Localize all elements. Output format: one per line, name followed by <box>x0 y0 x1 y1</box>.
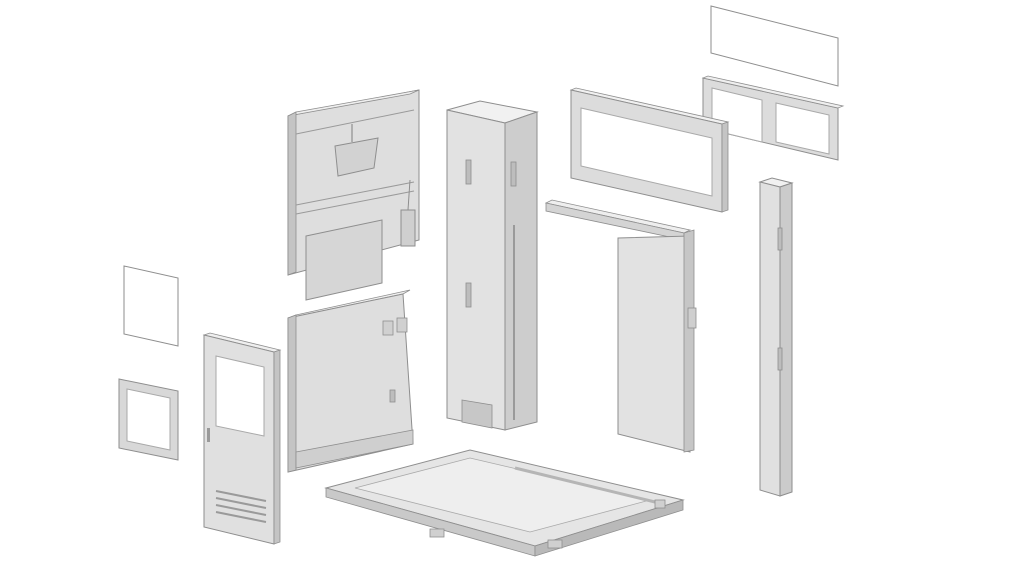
entry-door-with-vent <box>202 332 282 545</box>
floor-base-plate <box>324 449 685 557</box>
glass-pane-top-right <box>710 5 839 87</box>
small-window-frame <box>118 378 179 461</box>
switch-icon <box>389 389 396 403</box>
outlet-icon <box>396 317 408 333</box>
fixture-box-icon <box>334 137 379 177</box>
sliding-door-panel <box>544 199 697 453</box>
glass-pane-small-left <box>123 265 179 347</box>
wall-panel-upper-with-fixtures <box>287 89 420 301</box>
thin-pillar <box>758 177 794 497</box>
vent-grille-icon <box>215 490 267 523</box>
wall-panel-lower-with-outlets <box>287 289 414 473</box>
square-corner-pillar <box>446 100 539 431</box>
outlet-icon <box>382 320 394 336</box>
door-handle-icon <box>207 428 210 442</box>
long-window-frame <box>569 87 730 213</box>
